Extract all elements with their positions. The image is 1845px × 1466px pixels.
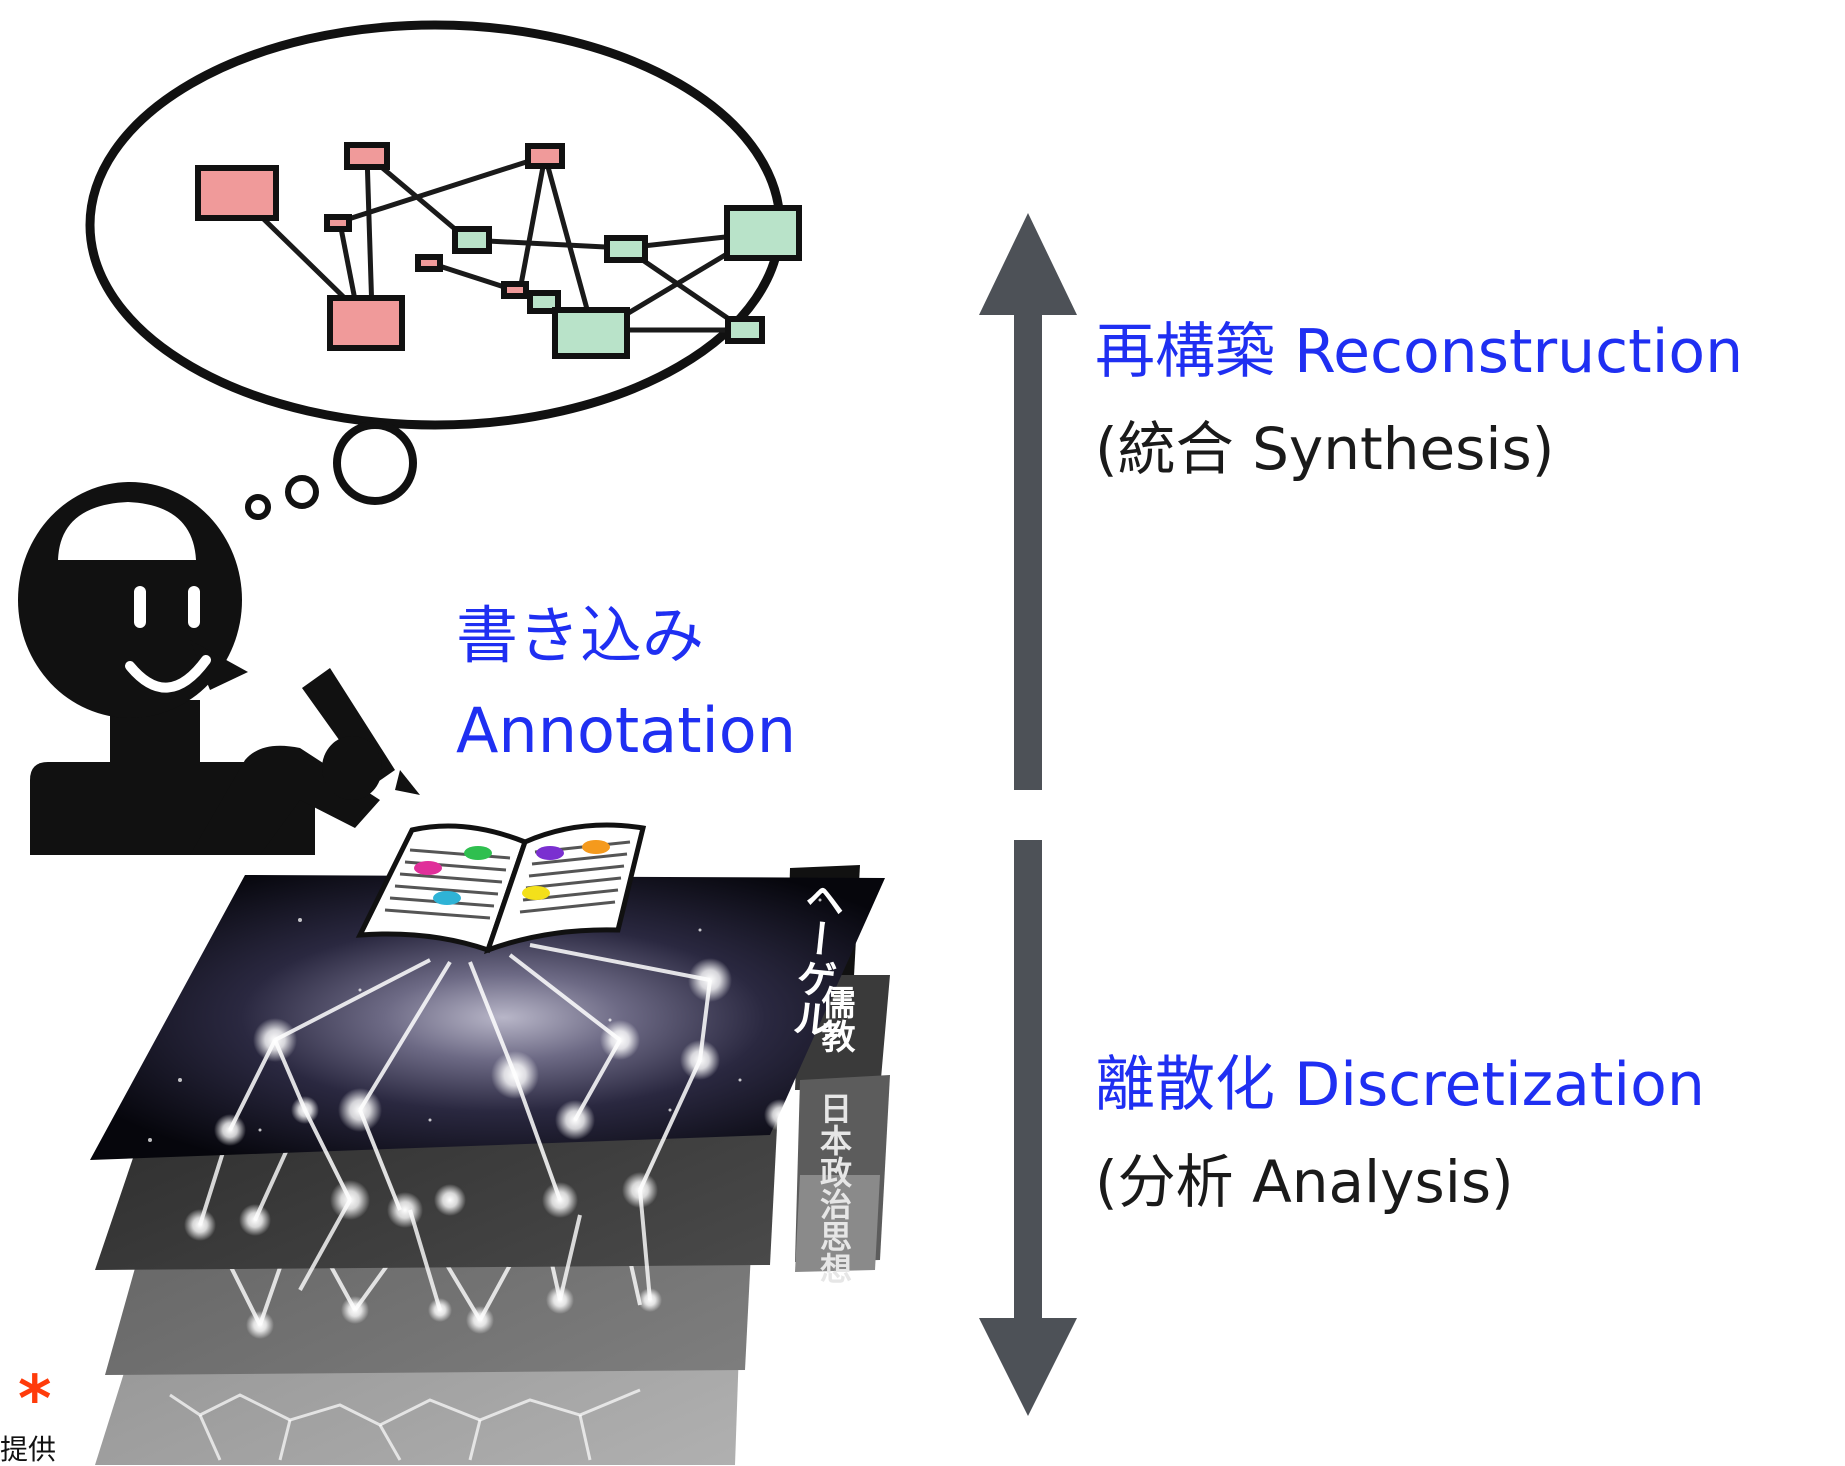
concept-node-green <box>725 316 765 344</box>
glow-nodes <box>184 958 796 1339</box>
synthesis-label: (統合 Synthesis) <box>1095 415 1555 483</box>
concept-node-green <box>527 290 561 314</box>
analysis-label: (分析 Analysis) <box>1095 1148 1514 1216</box>
concept-node-pink <box>415 254 443 272</box>
concept-nodes <box>195 142 802 359</box>
concept-node-pink <box>501 281 529 299</box>
discretization-label: 離散化 Discretization <box>1095 1050 1705 1120</box>
layer-label-confucianism: 儒教 <box>815 985 855 1053</box>
annotation-en-label: Annotation <box>456 694 797 767</box>
up-arrow-icon <box>979 213 1077 790</box>
concept-node-green <box>724 205 802 261</box>
concept-node-green <box>552 307 630 359</box>
down-arrow-icon <box>979 840 1077 1416</box>
person-icon <box>18 482 420 855</box>
concept-node-green <box>452 226 492 254</box>
concept-node-green <box>604 235 648 263</box>
concept-node-pink <box>344 142 390 170</box>
credit-text: 提供 <box>0 1433 57 1466</box>
open-book-icon <box>355 822 647 955</box>
layer-tab-4 <box>795 1175 880 1272</box>
concept-node-pink <box>327 295 405 351</box>
layer-label-japanese-political-thought: 日本政治思想 <box>815 1092 853 1284</box>
concept-node-pink <box>195 165 279 221</box>
annotation-jp-label: 書き込み <box>456 599 705 672</box>
reconstruction-label: 再構築 Reconstruction <box>1095 317 1744 387</box>
concept-node-pink <box>324 214 352 232</box>
concept-node-pink <box>525 143 565 169</box>
asterisk-mark: * <box>18 1363 52 1437</box>
